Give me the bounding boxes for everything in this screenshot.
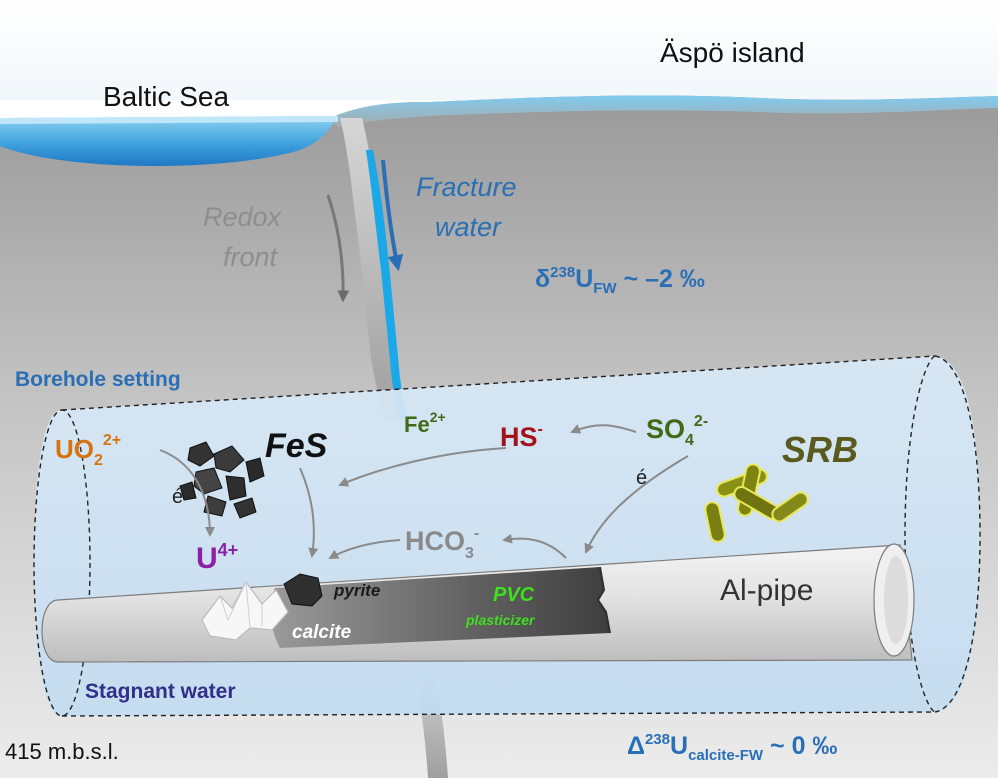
electron-label-left: é: [172, 486, 183, 508]
u4-label: U4+: [196, 540, 238, 575]
pvc-pipe-section: [270, 567, 610, 648]
sulfate-label: SO42-: [646, 413, 708, 449]
depth-label: 415 m.b.s.l.: [5, 739, 119, 764]
arrow-pvc-to-bicarbonate: [502, 533, 567, 559]
srb-bacteria: [704, 463, 809, 543]
redox-front-label-line2: front: [223, 242, 279, 272]
pipe: [41, 543, 915, 663]
island-surface: [330, 95, 998, 128]
sea-surface: [0, 116, 338, 124]
arrow-bisulfide-to-fes: [338, 447, 507, 487]
plasticizer-label: plasticizer: [465, 612, 536, 628]
bicarbonate-label: HCO3-: [405, 525, 479, 562]
fracture-water-label-line1: Fracture: [416, 172, 517, 202]
redox-front-arrow: [326, 194, 350, 303]
al-pipe-label: Al-pipe: [720, 574, 813, 607]
arrow-uranyl-to-u4: [159, 449, 215, 537]
arrow-bicarbonate-to-calcite: [328, 539, 401, 559]
sky: [0, 0, 998, 100]
baltic-sea-label: Baltic Sea: [103, 81, 229, 112]
pyrite-label: pyrite: [333, 581, 380, 600]
rock-fracture: [340, 118, 404, 420]
pyrite-crystal: [283, 573, 323, 607]
fracture-water-arrow: [381, 159, 404, 272]
arrow-sulfate-to-bisulfide: [570, 424, 637, 434]
arrow-fes-to-u4: [299, 467, 319, 558]
srb-label: SRB: [782, 429, 858, 470]
electron-label-right: é: [636, 467, 647, 489]
bisulfide-label: HS-: [500, 421, 543, 452]
calcite-crystals: [201, 580, 289, 641]
baltic-sea-water: [0, 116, 338, 166]
uranyl-label: UO22+: [55, 432, 121, 469]
pvc-label: PVC: [493, 584, 535, 606]
fracture-water-channel: [366, 150, 407, 420]
calcite-label: calcite: [292, 622, 352, 643]
arrow-srb-to-pvc: [584, 455, 689, 554]
redox-front-label-line1: Redox: [203, 202, 283, 232]
reaction-arrows: [159, 424, 689, 559]
stagnant-water-label: Stagnant water: [85, 680, 236, 703]
borehole-setting-label: Borehole setting: [15, 368, 181, 391]
delta-u-fw-label: δ238UFW ~ –2 ‰: [535, 264, 705, 297]
fes-label: FeS: [265, 427, 328, 465]
fracture-water-label-line2: water: [435, 212, 502, 242]
fes-particles: [179, 441, 265, 519]
ferrous-iron-label: Fe2+: [404, 409, 446, 437]
delta-u-calcite-label: Δ238Ucalcite-FW ~ 0 ‰: [627, 731, 837, 764]
aspo-island-label: Äspö island: [660, 37, 805, 68]
